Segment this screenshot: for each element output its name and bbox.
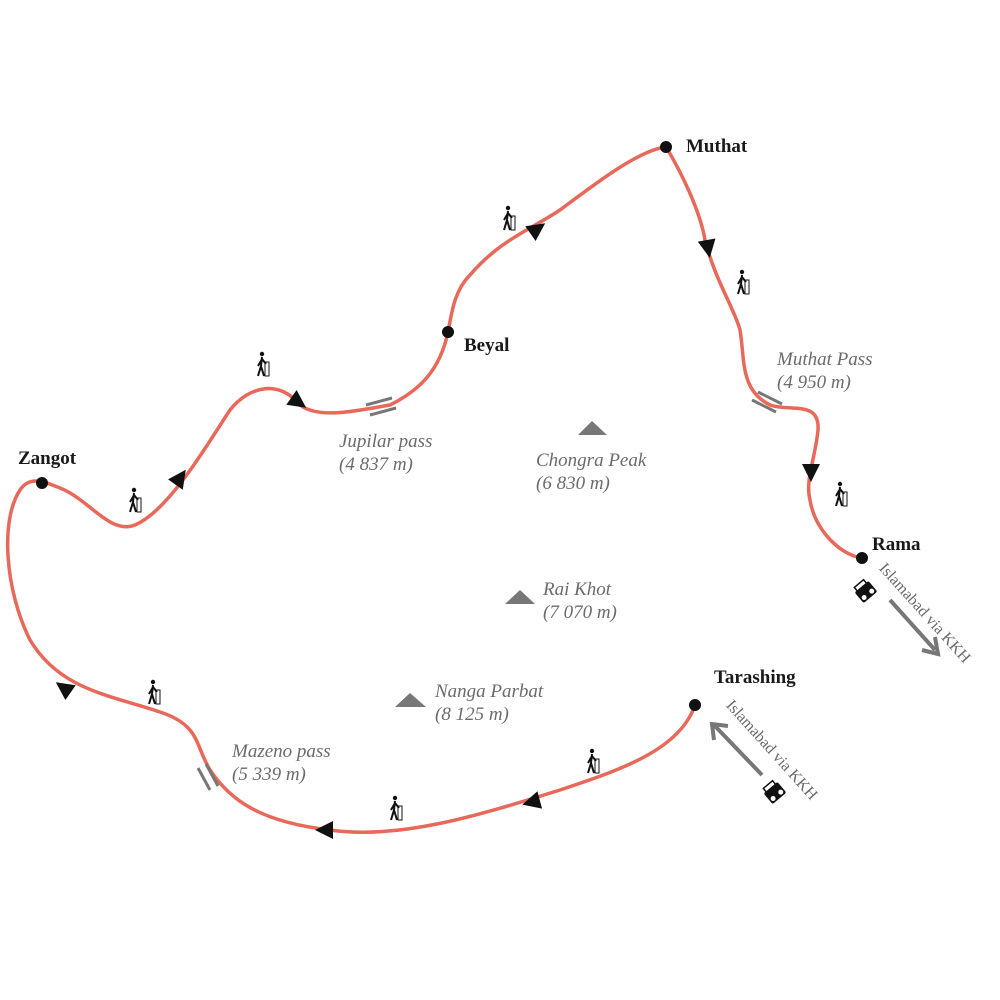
road-arrow-in xyxy=(709,721,764,777)
place-rama: Rama xyxy=(872,534,921,555)
peak-elevation: (8 125 m) xyxy=(435,704,509,725)
peak-icon-raikhot xyxy=(505,590,535,604)
pass-elevation: (5 339 m) xyxy=(232,764,306,785)
hiker-icon xyxy=(129,486,142,513)
pass-label-mazeno: Mazeno pass (5 339 m) xyxy=(232,740,331,786)
jeep-icon xyxy=(851,577,879,604)
direction-arrow xyxy=(315,821,333,839)
trek-route xyxy=(5,145,863,834)
pass-marker-jupilar xyxy=(365,396,397,417)
peak-name: Chongra Peak xyxy=(536,450,647,471)
pass-name: Mazeno pass xyxy=(232,741,331,762)
village-dot-muthat xyxy=(660,141,672,153)
peak-elevation: (7 070 m) xyxy=(543,602,617,623)
peak-label-nanga: Nanga Parbat (8 125 m) xyxy=(435,680,543,726)
place-tarashing: Tarashing xyxy=(714,667,796,688)
village-dot-rama xyxy=(856,552,868,564)
hiker-icon xyxy=(587,747,600,774)
pass-elevation: (4 837 m) xyxy=(339,454,413,475)
hiker-icon xyxy=(835,480,848,507)
peak-label-chongra: Chongra Peak (6 830 m) xyxy=(536,449,646,495)
peak-name: Nanga Parbat xyxy=(435,681,544,702)
road-arrow-out xyxy=(888,598,941,657)
jeep-icon xyxy=(760,778,788,805)
hiker-icon xyxy=(148,678,161,705)
pass-elevation: (4 950 m) xyxy=(777,372,851,393)
peak-label-raikhot: Rai Khot (7 070 m) xyxy=(543,578,617,624)
pass-label-jupilar: Jupilar pass (4 837 m) xyxy=(339,430,432,476)
hiker-icon xyxy=(257,350,270,377)
peak-elevation: (6 830 m) xyxy=(536,473,610,494)
peak-icon-chongra xyxy=(578,421,607,435)
village-dot-beyal xyxy=(442,326,454,338)
peak-icon-nanga xyxy=(395,693,426,707)
place-zangot: Zangot xyxy=(18,448,77,469)
place-beyal: Beyal xyxy=(464,335,510,356)
peak-name: Rai Khot xyxy=(543,579,612,600)
place-muthat: Muthat xyxy=(686,136,748,157)
hiker-icon xyxy=(737,268,750,295)
pass-marker-mazeno xyxy=(196,763,220,791)
village-dot-tarashing xyxy=(689,699,701,711)
direction-arrow xyxy=(50,674,76,700)
village-dot-zangot xyxy=(36,477,48,489)
direction-arrow xyxy=(802,464,820,482)
hiker-icon xyxy=(390,794,403,821)
pass-name: Jupilar pass xyxy=(339,431,433,452)
pass-name: Muthat Pass xyxy=(777,349,873,370)
pass-label-muthat: Muthat Pass (4 950 m) xyxy=(777,348,873,394)
pass-marker-muthat xyxy=(751,390,783,414)
hiker-icon xyxy=(503,204,516,231)
